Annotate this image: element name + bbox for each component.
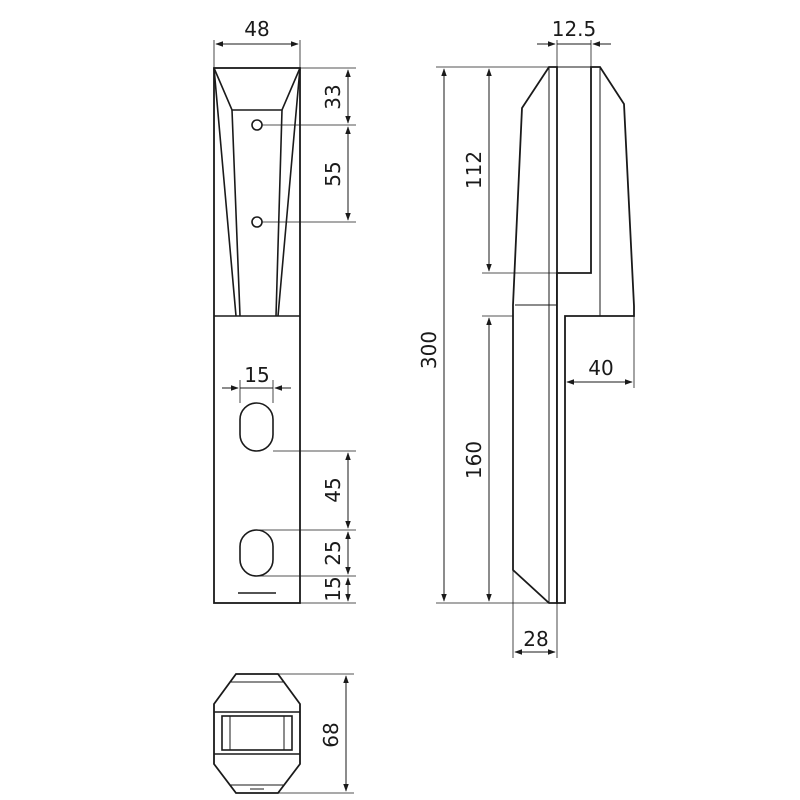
dim-label-clamp-height: 112 <box>462 151 486 189</box>
mounting-slot-lower <box>239 529 274 577</box>
front-taper-inner <box>231 109 283 317</box>
side-view: 12.5 300 112 160 40 28 <box>417 17 635 658</box>
dim-label-total-height: 300 <box>417 331 441 369</box>
side-profile-left <box>512 66 558 604</box>
dim-label-base-height: 160 <box>462 441 486 479</box>
dim-label-width: 48 <box>244 17 269 41</box>
dim-label-glass-gap: 12.5 <box>552 17 597 41</box>
top-view-channel <box>221 715 293 751</box>
dim-label-offset: 40 <box>588 356 613 380</box>
side-profile-right <box>556 66 635 604</box>
dim-label-hole-spacing: 55 <box>321 161 345 186</box>
front-taper-outer <box>213 67 301 317</box>
dim-label-slot-spacing: 45 <box>321 477 345 502</box>
front-view: 48 33 55 45 25 15 15 <box>213 17 356 604</box>
dim-label-slot-width: 15 <box>244 363 269 387</box>
dim-label-depth: 68 <box>319 722 343 747</box>
front-view-outline <box>213 67 301 604</box>
dim-label-slot-bottom: 15 <box>321 576 345 601</box>
glass-channel <box>556 66 592 274</box>
front-taper-top <box>213 67 301 111</box>
top-view: 68 <box>213 673 354 794</box>
mounting-slot-upper <box>239 402 274 452</box>
dim-label-thickness: 28 <box>523 627 548 651</box>
top-view-outline <box>213 673 301 794</box>
dim-label-slot-length: 25 <box>321 540 345 565</box>
dim-label-hole-offset: 33 <box>321 84 345 109</box>
